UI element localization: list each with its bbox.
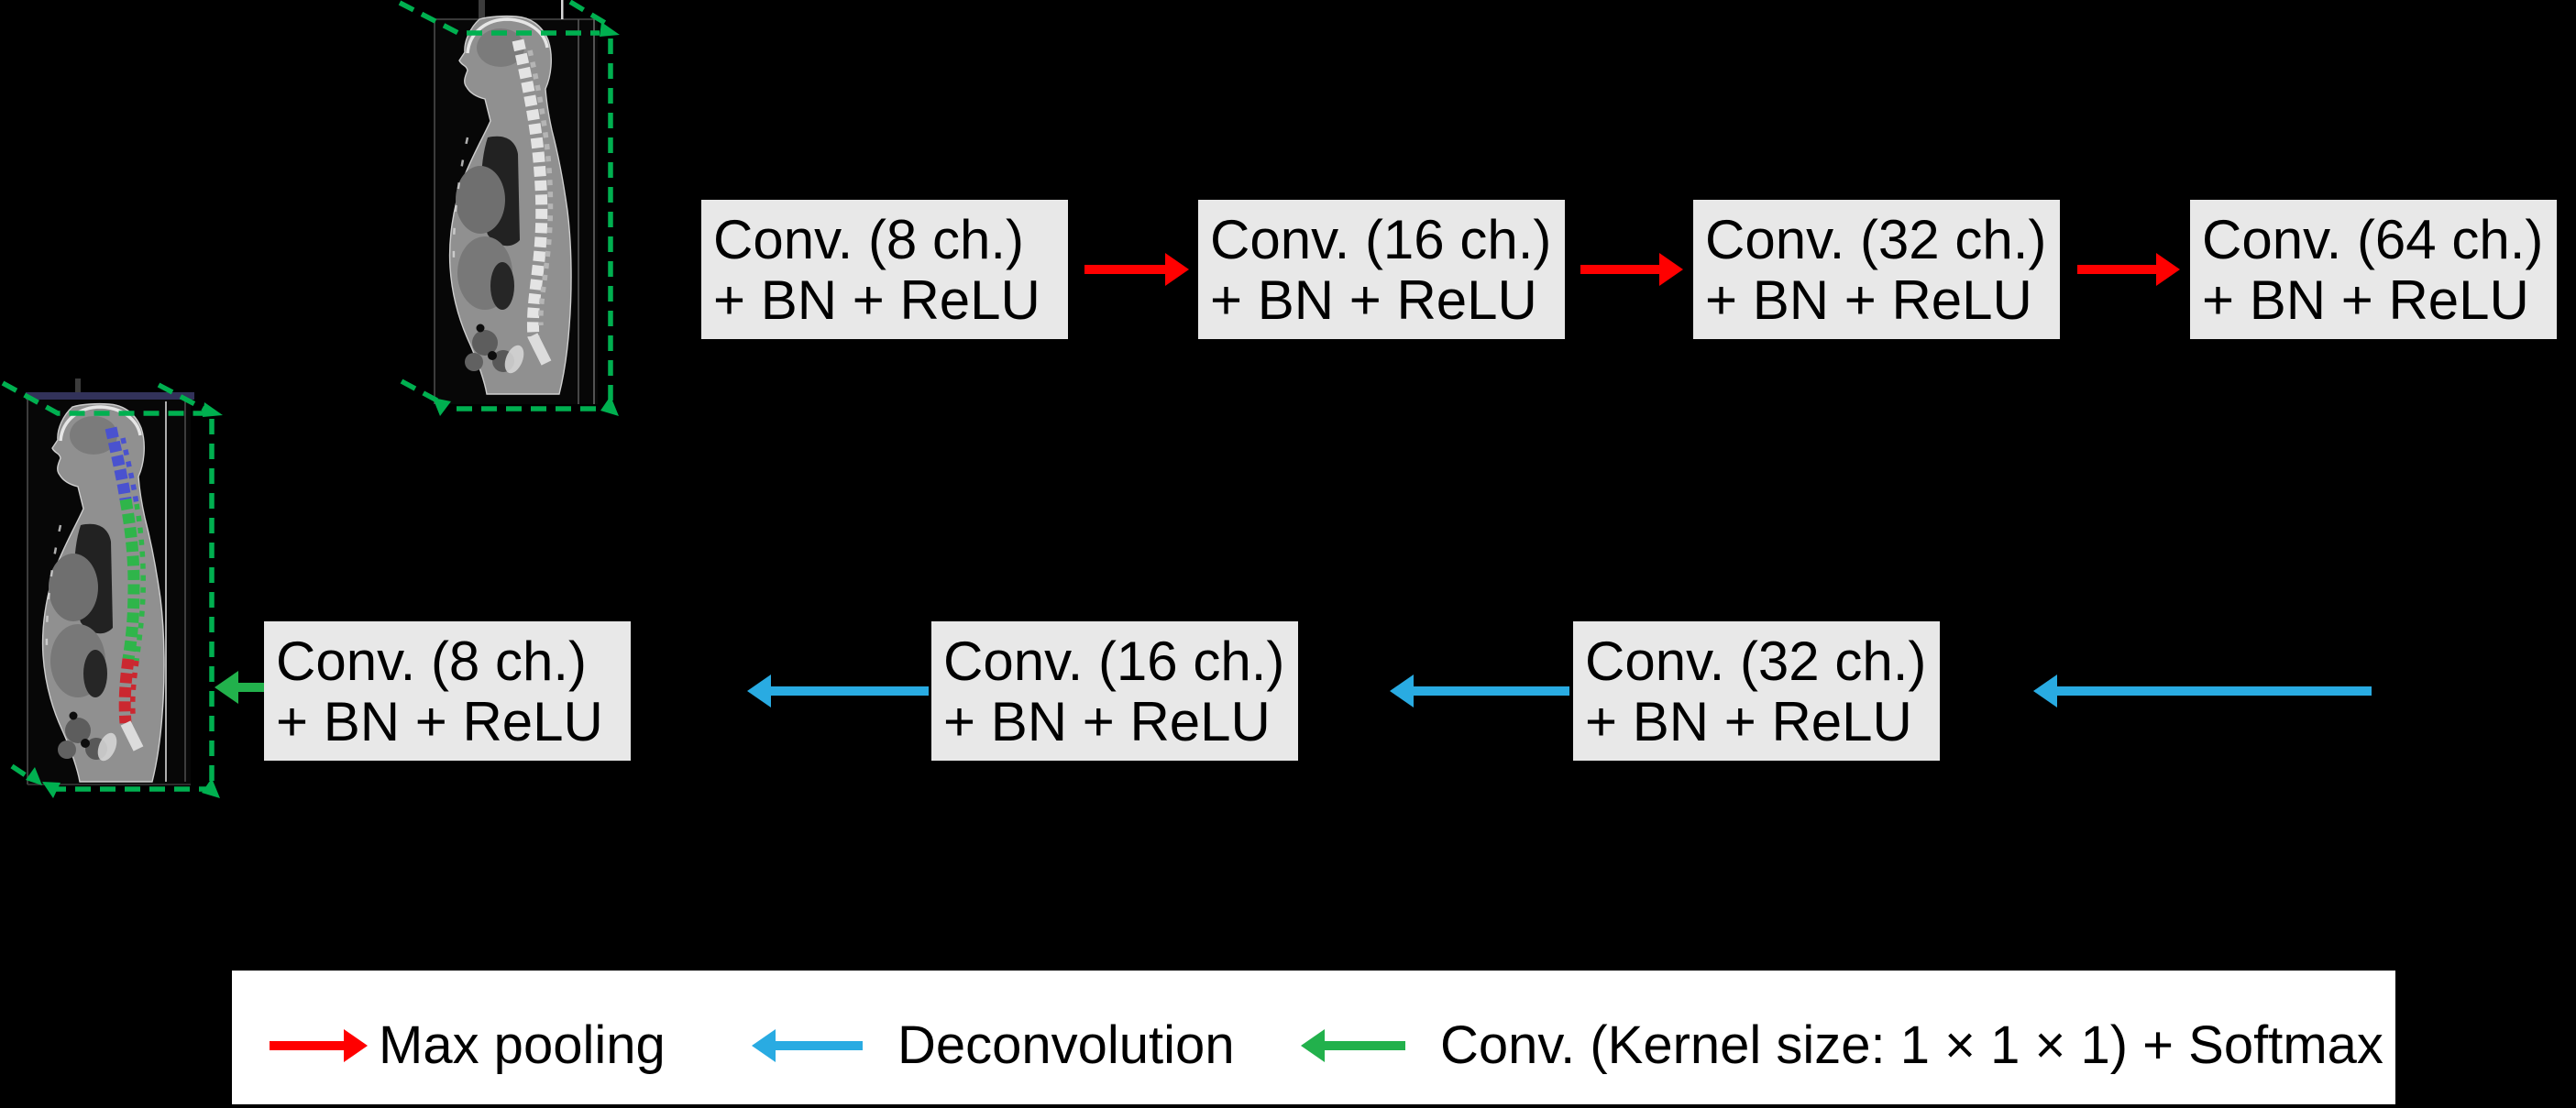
legend-label-max-pooling: Max pooling <box>379 1015 666 1075</box>
conv-box-line1: Conv. (16 ch.) <box>1210 209 1552 270</box>
output-ct-image <box>0 378 227 814</box>
output-ct-volume-svg <box>1 378 223 798</box>
conv-box-line1: Conv. (8 ch.) <box>713 209 1024 270</box>
decoder-conv-box-8ch: Conv. (8 ch.) + BN + ReLU <box>264 621 631 761</box>
conv-box-line1: Conv. (8 ch.) <box>276 631 587 692</box>
ct-volume-frame <box>26 378 194 785</box>
decoder-conv-box-16ch: Conv. (16 ch.) + BN + ReLU <box>931 621 1298 761</box>
legend-max-pooling-arrow-icon <box>270 1029 368 1062</box>
segmented-spine <box>105 426 146 751</box>
deconvolution-arrow-3 <box>2033 675 2372 708</box>
ct-volume-frame <box>434 0 598 404</box>
deconvolution-arrow-2 <box>1390 675 1569 708</box>
conv-box-line2: + BN + ReLU <box>943 691 1271 752</box>
input-ct-volume-svg <box>398 0 620 416</box>
crop-box-dashed <box>1 380 223 798</box>
legend-deconvolution-arrow-icon <box>752 1029 863 1062</box>
conv-box-line2: + BN + ReLU <box>713 269 1040 331</box>
max-pooling-arrow-3 <box>2077 253 2180 286</box>
softmax-conv-arrow <box>215 671 264 704</box>
encoder-conv-box-64ch: Conv. (64 ch.) + BN + ReLU <box>2190 200 2557 339</box>
crop-box-dashed <box>398 0 620 416</box>
encoder-conv-box-8ch: Conv. (8 ch.) + BN + ReLU <box>701 200 1068 339</box>
encoder-conv-box-16ch: Conv. (16 ch.) + BN + ReLU <box>1198 200 1565 339</box>
input-ct-image <box>392 0 626 423</box>
encoder-conv-box-32ch: Conv. (32 ch.) + BN + ReLU <box>1693 200 2060 339</box>
deconvolution-arrow-1 <box>747 675 929 708</box>
conv-box-line2: + BN + ReLU <box>1585 691 1912 752</box>
max-pooling-arrow-1 <box>1084 253 1189 286</box>
conv-box-line2: + BN + ReLU <box>1705 269 2032 331</box>
conv-box-line1: Conv. (16 ch.) <box>943 631 1285 692</box>
conv-box-line2: + BN + ReLU <box>1210 269 1537 331</box>
ct-spine <box>512 38 554 366</box>
decoder-conv-box-32ch: Conv. (32 ch.) + BN + ReLU <box>1573 621 1940 761</box>
conv-box-line1: Conv. (32 ch.) <box>1705 209 2047 270</box>
max-pooling-arrow-2 <box>1580 253 1683 286</box>
conv-box-line2: + BN + ReLU <box>2202 269 2529 331</box>
legend: Max pooling Deconvolution Conv. (Kernel … <box>232 971 2395 1104</box>
legend-label-softmax-conv: Conv. (Kernel size: 1 × 1 × 1) + Softmax <box>1440 1015 2383 1075</box>
ct-body <box>41 402 165 783</box>
conv-box-line1: Conv. (32 ch.) <box>1585 631 1927 692</box>
legend-label-deconvolution: Deconvolution <box>897 1015 1235 1075</box>
conv-box-line2: + BN + ReLU <box>276 691 603 752</box>
legend-softmax-conv-arrow-icon <box>1301 1029 1405 1062</box>
conv-box-line1: Conv. (64 ch.) <box>2202 209 2544 270</box>
